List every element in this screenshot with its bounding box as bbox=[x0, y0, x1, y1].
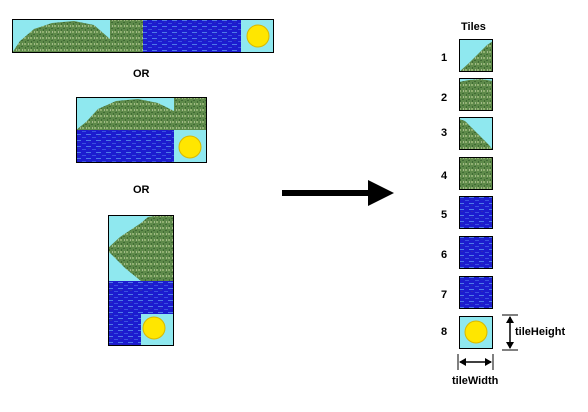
tile-4-grass bbox=[459, 157, 493, 190]
tileset-horizontal-strip bbox=[12, 19, 274, 53]
tile-number-4: 4 bbox=[441, 170, 448, 182]
tile-7-water bbox=[459, 276, 493, 309]
tile-number-6: 6 bbox=[441, 249, 448, 261]
sun-icon bbox=[464, 320, 488, 344]
tile-height-dimension bbox=[500, 314, 520, 352]
tiles-title: Tiles bbox=[461, 21, 486, 33]
tile-width-label: tileWidth bbox=[452, 375, 499, 387]
tile-width-dimension bbox=[457, 352, 495, 372]
tile-3-grass-slope-down bbox=[459, 117, 493, 150]
tile-number-1: 1 bbox=[441, 52, 448, 64]
or-separator-1: OR bbox=[133, 68, 150, 80]
tileset-grid-4x2 bbox=[76, 97, 207, 163]
tile-number-3: 3 bbox=[441, 127, 448, 139]
tile-number-5: 5 bbox=[441, 209, 448, 221]
tile-5-water bbox=[459, 196, 493, 229]
tile-number-7: 7 bbox=[441, 289, 448, 301]
tile-number-8: 8 bbox=[441, 326, 448, 338]
or-separator-2: OR bbox=[133, 184, 150, 196]
tile-6-water bbox=[459, 236, 493, 269]
tile-number-2: 2 bbox=[441, 92, 448, 104]
tile-8-sun bbox=[459, 316, 493, 349]
tile-2-grass bbox=[459, 78, 493, 111]
tileset-grid-2x4 bbox=[108, 215, 174, 346]
right-arrow-icon bbox=[282, 180, 394, 206]
tile-1-grass-slope-up bbox=[459, 39, 493, 72]
tile-height-label: tileHeight bbox=[515, 326, 566, 338]
